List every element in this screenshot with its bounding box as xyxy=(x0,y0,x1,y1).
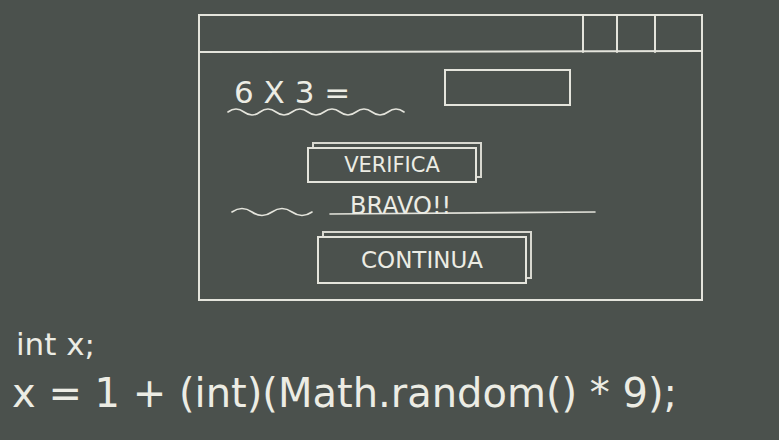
verifica-button: VERIFICA xyxy=(307,147,477,183)
window-text: 6 X 3 = xyxy=(234,74,350,110)
window-button-divider xyxy=(616,15,618,52)
window-frame: 6 X 3 = BRAVO!! VERIFICA CONTINUA xyxy=(198,14,703,301)
window-text: BRAVO!! xyxy=(350,192,451,220)
window-button-divider xyxy=(582,15,584,52)
code-line: x = 1 + (int)(Math.random() * 9); xyxy=(12,370,677,416)
title-bar-line xyxy=(199,51,702,52)
input-field xyxy=(445,70,570,105)
continua-button: CONTINUA xyxy=(317,236,527,284)
code-line: int x; xyxy=(16,326,95,362)
button-label: CONTINUA xyxy=(361,247,483,273)
button-label: VERIFICA xyxy=(344,153,440,177)
window-button-divider xyxy=(654,15,656,52)
